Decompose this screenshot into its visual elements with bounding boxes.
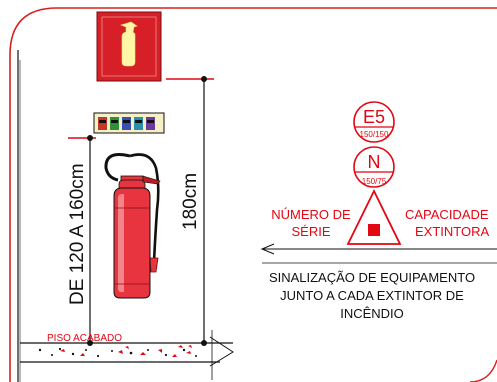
- height-range-label: DE 120 A 160cm: [67, 163, 88, 305]
- extinguisher-class-strip: [93, 112, 165, 134]
- reference-arrow-line: [260, 243, 497, 264]
- label-serial-number-line1: NÚMERO DE: [271, 207, 351, 222]
- triangle-symbol: [346, 188, 402, 245]
- badge-e5-sub: 150/150: [360, 130, 389, 139]
- caption-line2: JUNTO A CADA EXTINTOR DE: [280, 288, 464, 303]
- floor-label: PISO ACABADO: [47, 333, 122, 344]
- floor-slab: [20, 330, 234, 380]
- outer-frame: [9, 7, 497, 382]
- extinguisher-sign: [96, 11, 162, 82]
- caption-line3: INCÊNDIO: [340, 306, 404, 321]
- label-capacity-line1: CAPACIDADE: [405, 207, 489, 222]
- caption-line1: SINALIZAÇÃO DE EQUIPAMENTO: [269, 270, 475, 285]
- label-serial-number-line2: SÉRIE: [291, 224, 330, 239]
- badge-n-code: N: [368, 152, 381, 172]
- dimension-line-right: [201, 76, 207, 346]
- label-capacity-line2: EXTINTORA: [415, 224, 489, 239]
- fire-extinguisher-icon: [104, 153, 161, 299]
- badge-n: [353, 146, 395, 188]
- badge-n-sub: 150/75: [362, 177, 387, 186]
- badge-e5: [353, 101, 395, 143]
- height-top-label: 180cm: [180, 173, 201, 230]
- outer-frame-bottom-right: [469, 359, 497, 382]
- badge-e5-code: E5: [363, 107, 385, 127]
